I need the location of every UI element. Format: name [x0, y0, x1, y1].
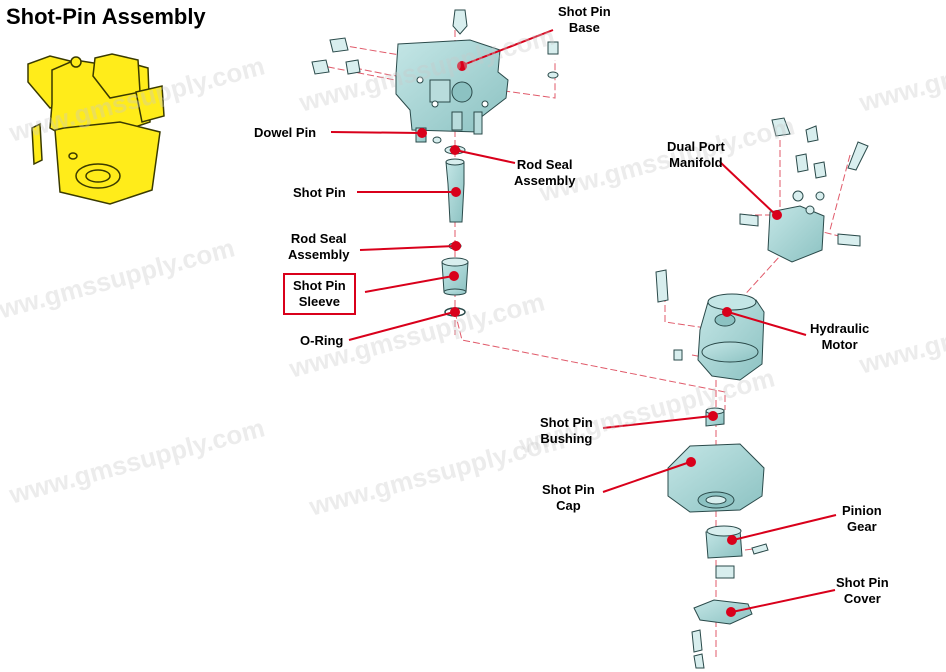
shot-pin-cap-part — [667, 443, 765, 513]
hydraulic-motor-part — [655, 269, 765, 381]
label-dowel-pin: Dowel Pin — [254, 125, 317, 140]
diagram-title: Shot-Pin Assembly — [6, 4, 206, 29]
shot-pin-base-part — [311, 9, 559, 144]
assembly-thumbnail — [27, 53, 165, 205]
shot-pin-cover-part — [691, 599, 753, 669]
leader-lines — [330, 29, 837, 617]
dual-port-manifold-part — [739, 117, 869, 263]
label-o-ring: O-Ring — [300, 333, 344, 348]
label-shot-pin: Shot Pin — [293, 185, 346, 200]
